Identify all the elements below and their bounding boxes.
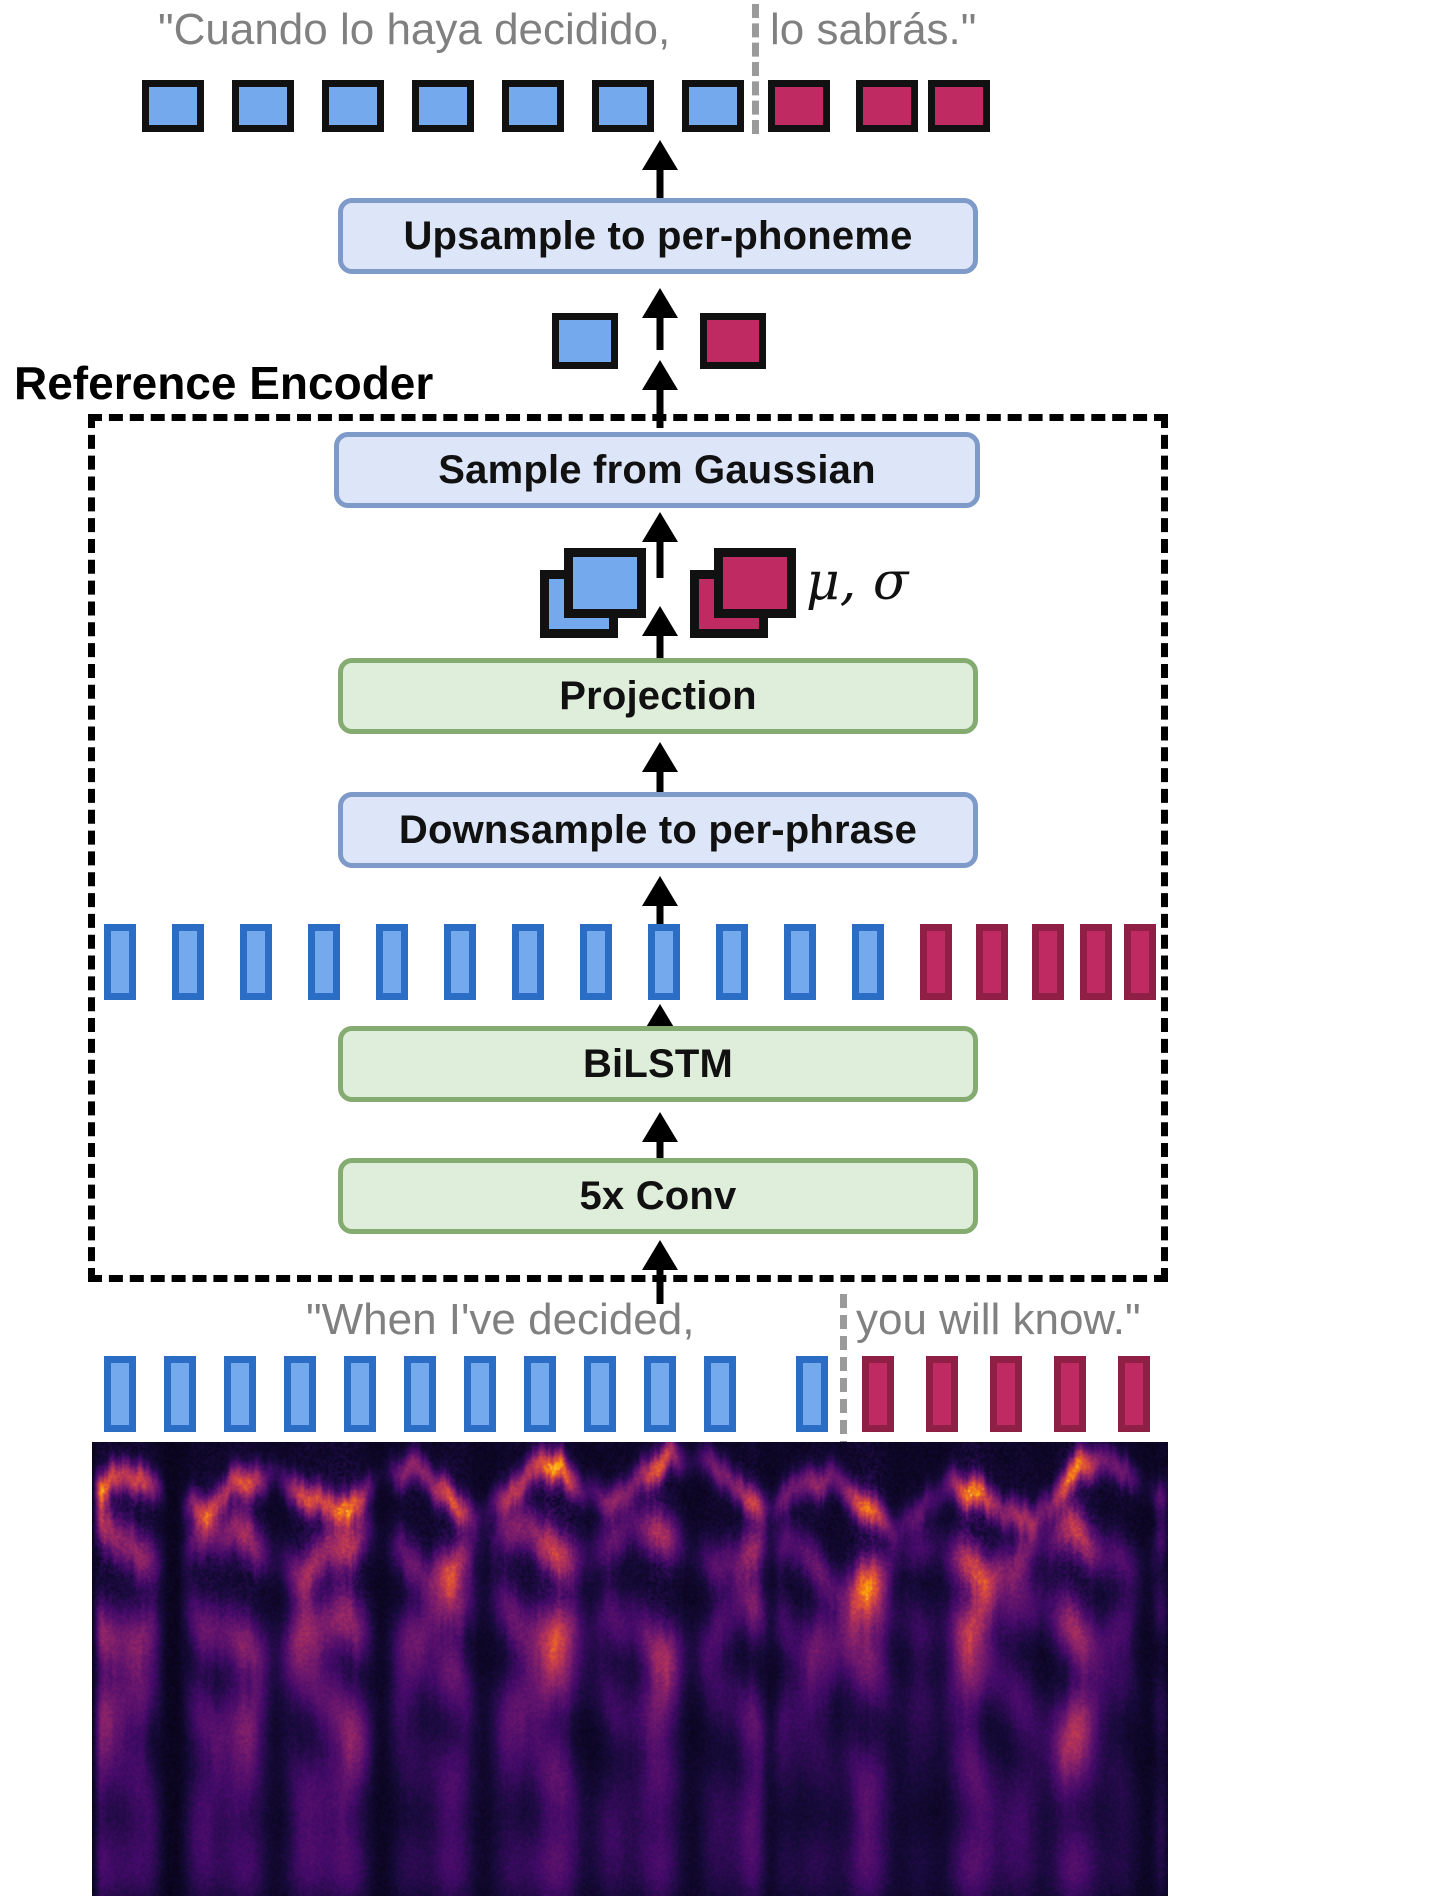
mu-sigma-blue-stack <box>540 548 650 640</box>
input-frame-chip <box>584 1356 616 1432</box>
frame-chip <box>716 924 748 1000</box>
frame-chip <box>580 924 612 1000</box>
arrow-up-icon <box>640 512 680 578</box>
input-frame-chip <box>1118 1356 1150 1432</box>
input-frame-chip <box>284 1356 316 1432</box>
input-frame-chip <box>104 1356 136 1432</box>
frame-chip <box>172 924 204 1000</box>
frame-chip <box>920 924 952 1000</box>
frame-chip <box>648 924 680 1000</box>
input-frame-chip <box>1054 1356 1086 1432</box>
phoneme-chip <box>502 80 564 132</box>
projection-box[interactable]: Projection <box>338 658 978 734</box>
input-frame-chip <box>224 1356 256 1432</box>
input-frame-chip <box>464 1356 496 1432</box>
latent-chip-red <box>700 313 766 369</box>
mu-sigma-red-stack <box>690 548 800 640</box>
top-caption-right: lo sabrás." <box>770 5 977 54</box>
input-frame-chip <box>862 1356 894 1432</box>
conv-box[interactable]: 5x Conv <box>338 1158 978 1234</box>
phoneme-chip <box>142 80 204 132</box>
arrow-up-icon <box>640 606 680 668</box>
arrow-up-icon <box>640 1112 680 1170</box>
frame-chip <box>1124 924 1156 1000</box>
bottom-caption-right: you will know." <box>856 1295 1141 1344</box>
upsample-label: Upsample to per-phoneme <box>403 213 913 258</box>
arrow-up-icon <box>640 742 680 804</box>
frame-chip <box>512 924 544 1000</box>
sample-from-gaussian-box[interactable]: Sample from Gaussian <box>334 432 980 508</box>
frame-chip <box>444 924 476 1000</box>
frame-chip <box>308 924 340 1000</box>
downsample-label: Downsample to per-phrase <box>398 807 918 852</box>
frame-chip <box>240 924 272 1000</box>
arrow-up-icon <box>640 140 680 202</box>
frame-chip <box>376 924 408 1000</box>
input-frame-chip <box>164 1356 196 1432</box>
projection-label: Projection <box>559 673 757 718</box>
bilstm-label: BiLSTM <box>582 1041 734 1086</box>
phoneme-chip <box>412 80 474 132</box>
bottom-caption-left: "When I've decided, <box>306 1295 695 1344</box>
phoneme-chip <box>928 80 990 132</box>
input-frame-chip <box>990 1356 1022 1432</box>
phoneme-chip <box>232 80 294 132</box>
input-frame-chip <box>796 1356 828 1432</box>
frame-chip <box>852 924 884 1000</box>
spectrogram-icon <box>92 1442 1168 1896</box>
phoneme-chip <box>768 80 830 132</box>
phoneme-chip <box>856 80 918 132</box>
frame-chip <box>104 924 136 1000</box>
upsample-box[interactable]: Upsample to per-phoneme <box>338 198 978 274</box>
frame-chip <box>976 924 1008 1000</box>
arrow-up-icon <box>640 1240 680 1304</box>
mu-sigma-label: μ, σ <box>806 552 909 612</box>
frame-chip <box>1032 924 1064 1000</box>
phoneme-chip <box>682 80 744 132</box>
bilstm-box[interactable]: BiLSTM <box>338 1026 978 1102</box>
reference-encoder-region <box>88 414 1168 1282</box>
downsample-box[interactable]: Downsample to per-phrase <box>338 792 978 868</box>
arrow-up-icon <box>640 876 680 938</box>
top-phrase-divider-icon <box>752 4 759 134</box>
arrow-up-icon <box>640 288 680 350</box>
reference-encoder-label: Reference Encoder <box>14 357 434 409</box>
input-frame-chip <box>404 1356 436 1432</box>
conv-label: 5x Conv <box>579 1173 737 1218</box>
input-frame-chip <box>344 1356 376 1432</box>
frame-chip <box>1080 924 1112 1000</box>
arrow-up-icon <box>640 360 680 428</box>
top-caption-left: "Cuando lo haya decidido, <box>158 5 671 54</box>
input-frame-chip <box>704 1356 736 1432</box>
frame-chip <box>784 924 816 1000</box>
phoneme-chip <box>322 80 384 132</box>
input-frame-chip <box>524 1356 556 1432</box>
latent-chip-blue <box>552 313 618 369</box>
sample-from-gaussian-label: Sample from Gaussian <box>438 447 876 492</box>
input-frame-chip <box>644 1356 676 1432</box>
input-frame-chip <box>926 1356 958 1432</box>
phoneme-chip <box>592 80 654 132</box>
